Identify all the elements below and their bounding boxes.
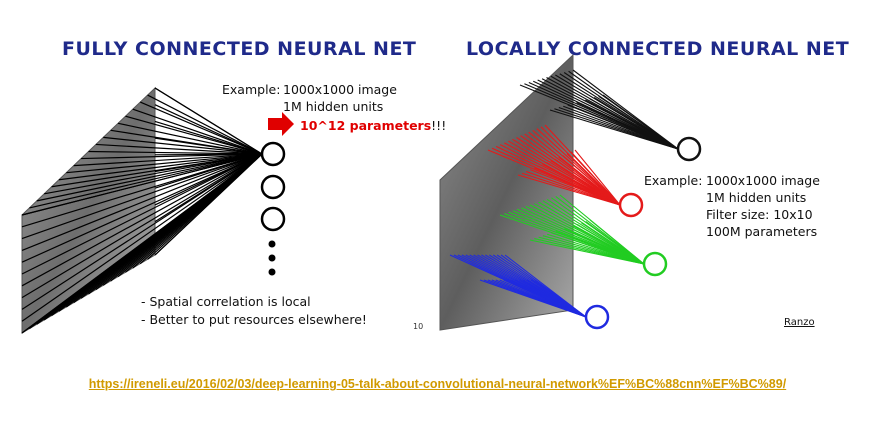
fully-connected-lines [21,87,263,334]
connection-line [602,94,679,150]
parameter-count: 10^12 parameters [300,118,432,133]
left-example-line-1: 1000x1000 image [283,82,397,97]
left-example-line-2: 1M hidden units [283,99,384,114]
connection-line [538,165,621,206]
connection-line [44,153,263,195]
hidden-unit-3 [260,206,286,232]
ellipsis-dot-3 [268,268,276,276]
connection-line [21,153,263,263]
parameter-count-exclaim: !!! [431,118,447,133]
connection-line [534,279,587,318]
connection-line [585,220,645,265]
ellipsis-dot-2 [268,254,276,262]
connection-line [125,115,263,155]
connection-line [21,153,263,251]
locally-connected-title: LOCALLY CONNECTED NEURAL NET [466,38,850,60]
connection-line [154,153,263,189]
local-hidden-unit-green [642,251,668,277]
right-example-line-3: Filter size: 10x10 [706,207,813,222]
connection-line [21,153,263,287]
connection-line [21,153,263,240]
connection-line [550,160,621,206]
connection-line [73,153,263,167]
connection-line [21,153,263,216]
bullet-2: - Better to put resources elsewhere! [141,312,367,327]
right-example-line-2: 1M hidden units [706,190,807,205]
connection-line [542,163,621,206]
connection-line [576,223,645,265]
locally-connected-lines [449,69,679,318]
connection-line [117,122,263,155]
connection-line [58,153,263,181]
connection-line [572,225,645,265]
connection-line [36,153,263,202]
source-link[interactable]: https://ireneli.eu/2016/02/03/deep-learn… [88,377,787,391]
connection-line [21,153,263,275]
connection-line [103,136,263,155]
red-arrow-icon [268,112,294,136]
connection-line [598,95,679,150]
connection-line [132,108,263,155]
page-mark: 10 [413,322,424,331]
connection-line [88,150,263,155]
connection-line [154,153,263,156]
connection-line [154,104,263,155]
connection-line [154,153,263,239]
ellipsis-dot-1 [268,240,276,248]
local-hidden-unit-black [676,136,702,162]
connection-line [139,101,263,155]
connection-line [534,167,621,206]
connection-line [540,126,621,206]
connection-line [154,153,263,206]
left-example-label: Example: [222,82,281,97]
connection-line [66,153,263,174]
connection-line [593,97,679,150]
connection-line [147,94,263,155]
connection-line [589,98,679,150]
connection-line [21,153,263,310]
connection-line [95,143,263,155]
connection-line [546,162,621,206]
connection-line [154,153,263,173]
connection-line [154,120,263,155]
connection-line [29,153,263,209]
connection-line [574,149,621,206]
connection-line [544,124,621,206]
local-hidden-unit-blue [584,304,610,330]
connection-line [581,222,645,265]
left-highlight: 10^12 parameters!!! [300,117,446,135]
fully-connected-title: FULLY CONNECTED NEURAL NET [62,38,417,60]
local-hidden-unit-red [618,192,644,218]
connection-line [589,219,645,265]
connection-line [21,153,263,299]
right-example-line-1: 1000x1000 image [706,173,820,188]
connection-line [154,87,263,155]
connection-line [21,153,263,322]
connection-line [21,153,263,228]
right-example-label: Example: [644,173,703,188]
credit-name: Ranzo [784,317,815,328]
connection-line [21,153,263,334]
connection-line [558,156,621,206]
right-example-line-4: 100M parameters [706,224,818,239]
bullet-1: - Spatial correlation is local [141,294,311,309]
hidden-unit-1 [260,141,286,167]
hidden-unit-2 [260,174,286,200]
connection-line [154,153,263,256]
connection-line [154,137,263,155]
connection-line [554,158,621,206]
